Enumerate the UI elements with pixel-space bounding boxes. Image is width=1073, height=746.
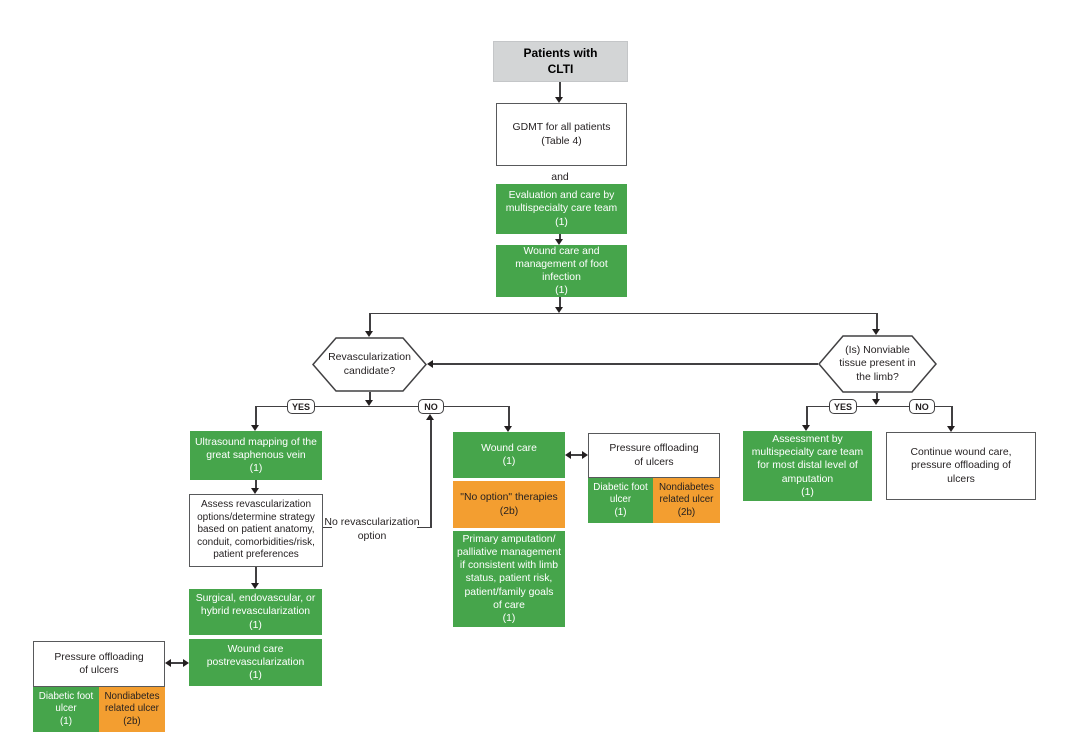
decision-nonviable-tissue-label: (Is) Nonviable tissue present in the lim… <box>839 343 916 383</box>
arrowhead <box>427 360 433 368</box>
connector-line <box>559 82 561 97</box>
connector-line <box>369 392 371 400</box>
decision-nonviable-tissue: (Is) Nonviable tissue present in the lim… <box>818 335 937 393</box>
node-patients-clti: Patients with CLTI <box>493 41 628 82</box>
pill-no-right: NO <box>909 399 935 414</box>
node-diabetic-ulcer-left: Diabetic foot ulcer (1) <box>33 687 99 732</box>
node-pressure-offloading-left: Pressure offloading of ulcers <box>33 641 165 687</box>
arrowhead <box>555 238 564 245</box>
hexagon-shape <box>818 335 937 393</box>
node-nondiabetes-ulcer-left: Nondiabetes related ulcer (2b) <box>99 687 165 732</box>
arrowhead <box>251 583 260 589</box>
arrowhead <box>365 330 374 337</box>
connector-line <box>876 313 878 329</box>
connector-line <box>569 454 584 456</box>
connector-line <box>255 480 257 489</box>
connector-line <box>876 393 878 400</box>
connector-line <box>169 662 185 664</box>
node-pressure-offloading-mid: Pressure offloading of ulcers <box>588 433 720 478</box>
arrowhead <box>947 425 956 432</box>
connector-line <box>806 406 808 425</box>
connector-line <box>559 234 561 239</box>
arrowhead <box>182 659 189 667</box>
connector-line <box>951 406 953 426</box>
connector-line <box>417 526 432 528</box>
node-assessment-distal: Assessment by multispecialty care team f… <box>743 431 872 501</box>
arrowhead <box>565 451 571 459</box>
connector-line <box>559 297 561 307</box>
node-gdmt: GDMT for all patients (Table 4) <box>496 103 627 166</box>
node-primary-amputation: Primary amputation/ palliative managemen… <box>453 531 565 627</box>
node-wound-postrevasc: Wound care postrevascularization (1) <box>189 639 322 686</box>
arrowhead <box>872 328 881 335</box>
pill-no-left: NO <box>418 399 444 414</box>
arrowhead <box>504 425 513 432</box>
decision-revasc-candidate-label: Revascularization candidate? <box>328 350 411 377</box>
arrowhead <box>802 424 811 431</box>
arrowhead <box>555 306 564 313</box>
arrowhead <box>251 488 260 494</box>
connector-line <box>369 313 371 331</box>
pill-yes-left: YES <box>287 399 315 414</box>
node-wound-care-mgmt: Wound care and management of foot infect… <box>496 245 627 297</box>
connector-line <box>255 406 257 425</box>
connector-line <box>430 420 432 527</box>
label-no-revasc-option: No revascularization option <box>324 516 420 543</box>
connector-line <box>256 405 509 407</box>
connector-line <box>370 313 877 315</box>
connector-line <box>508 406 510 426</box>
arrowhead <box>426 414 435 420</box>
decision-revasc-candidate: Revascularization candidate? <box>312 337 427 392</box>
arrowhead <box>251 424 260 431</box>
arrowhead <box>581 451 588 459</box>
node-diabetic-ulcer-mid: Diabetic foot ulcer (1) <box>588 478 653 523</box>
node-assess-options: Assess revascularization options/determi… <box>189 494 323 567</box>
connector-line <box>323 526 332 528</box>
node-continue-wound-care: Continue wound care, pressure offloading… <box>886 432 1036 500</box>
connector-line <box>807 405 952 407</box>
arrowhead <box>872 398 881 405</box>
node-surgical-revasc: Surgical, endovascular, or hybrid revasc… <box>189 589 322 635</box>
connector-line <box>432 363 818 365</box>
connector-line <box>255 567 257 584</box>
node-evaluation-team: Evaluation and care by multispecialty ca… <box>496 184 627 234</box>
hexagon-shape <box>312 337 427 392</box>
node-wound-care: Wound care (1) <box>453 432 565 478</box>
node-no-option-therapies: "No option" therapies (2b) <box>453 481 565 528</box>
arrowhead <box>555 96 564 103</box>
label-and: and <box>551 171 569 183</box>
arrowhead <box>165 659 171 667</box>
pill-yes-right: YES <box>829 399 857 414</box>
node-ultrasound-mapping: Ultrasound mapping of the great saphenou… <box>190 431 322 480</box>
arrowhead <box>365 399 374 406</box>
node-nondiabetes-ulcer-mid: Nondiabetes related ulcer (2b) <box>653 478 720 523</box>
